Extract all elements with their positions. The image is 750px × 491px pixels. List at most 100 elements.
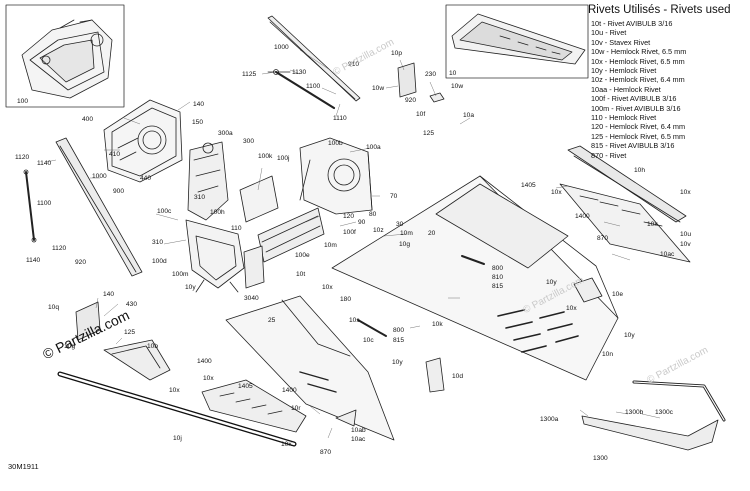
inset-label-right: 10 — [449, 70, 457, 77]
steering-column-parts — [267, 15, 445, 110]
callout-10f: 10f — [416, 111, 425, 118]
part-10d — [425, 357, 445, 393]
callout-1400: 1400 — [575, 213, 590, 220]
running-board-right — [559, 145, 691, 263]
callout-70: 70 — [390, 193, 398, 200]
callout-100f: 100f — [343, 229, 356, 236]
part-10q — [75, 301, 101, 341]
callout-230: 230 — [425, 71, 436, 78]
callout-1400-c: 1400 — [282, 387, 297, 394]
callout-3040: 3040 — [244, 295, 259, 302]
callout-10z: 10z — [373, 227, 384, 234]
callout-1120-b: 1120 — [52, 245, 67, 252]
legend-item: 10v - Stavex Rivet — [591, 37, 651, 47]
callout-310: 310 — [194, 194, 205, 201]
callout-810: 810 — [492, 274, 503, 281]
part-10ab — [335, 409, 357, 427]
legend-item: 100m - Rivet AVIBULB 3/16 — [591, 103, 681, 113]
callout-100m: 100m — [172, 271, 189, 278]
footrest-left — [201, 379, 307, 433]
callout-10w: 10w — [372, 85, 384, 92]
callout-815-b: 815 — [393, 337, 404, 344]
callout-10w-b: 10w — [451, 83, 463, 90]
callout-1140-a: 1140 — [37, 160, 52, 167]
callout-150: 150 — [192, 119, 203, 126]
callout-100k: 100k — [258, 153, 273, 160]
legend-item: 110 - Hemlock Rivet — [591, 113, 657, 123]
callout-100a: 100a — [366, 144, 381, 151]
callout-10u: 10u — [680, 231, 691, 238]
callout-10g: 10g — [399, 241, 410, 248]
callout-10y-d: 10y — [624, 332, 635, 339]
rivets-legend: Rivets Utilisés - Rivets used 10t - Rive… — [588, 4, 747, 160]
callout-80: 80 — [369, 211, 377, 218]
callout-180: 180 — [340, 296, 351, 303]
callout-1110: 1110 — [333, 115, 347, 122]
callout-815: 815 — [492, 283, 503, 290]
callout-10t: 10t — [296, 271, 305, 278]
callout-430: 430 — [126, 301, 137, 308]
callout-25: 25 — [268, 317, 276, 324]
lower-frame-left — [185, 219, 245, 293]
callout-10b: 10b — [147, 343, 158, 350]
callout-120: 120 — [343, 213, 354, 220]
callout-1400-b: 1400 — [197, 358, 212, 365]
left-strut — [23, 137, 143, 277]
callout-1125: 1125 — [242, 71, 257, 78]
callout-400: 400 — [82, 116, 93, 123]
callout-1300b: 1300b — [625, 409, 644, 416]
callout-1300c: 1300c — [655, 409, 674, 416]
callout-1100: 1100 — [306, 83, 321, 90]
callout-10r: 10r — [291, 405, 301, 412]
callout-100j: 100j — [277, 155, 290, 162]
callout-10x-e: 10x — [566, 305, 577, 312]
legend-item: 10aa - Hemlock Rivet — [591, 84, 661, 94]
callout-10ab: 10ab — [351, 427, 366, 434]
callout-10ac-b: 10ac — [351, 436, 366, 443]
callout-10x-g: 10x — [203, 375, 214, 382]
callout-10x-h: 10x — [281, 441, 292, 448]
callout-90: 90 — [358, 219, 366, 226]
callout-10g-b: 10g — [64, 343, 75, 350]
callout-1130: 1130 — [292, 69, 307, 76]
callout-10a: 10a — [463, 112, 474, 119]
callout-10j: 10j — [173, 435, 182, 442]
callout-920: 920 — [405, 97, 416, 104]
inset-box-tunnel — [445, 4, 589, 79]
legend-item: 10w - Hemlock Rivet, 6.5 mm — [591, 47, 687, 57]
legend-item: 120 - Hemlock Rivet, 6.4 mm — [591, 122, 686, 132]
callout-100b: 100b — [328, 140, 343, 147]
callout-10y-c: 10y — [392, 359, 403, 366]
side-panel-left — [225, 295, 395, 441]
front-bulkhead-center — [299, 137, 373, 215]
legend-item: 10z - Hemlock Rivet, 6.4 mm — [591, 75, 685, 85]
callout-870-b: 870 — [320, 449, 331, 456]
callout-800-b: 800 — [393, 327, 404, 334]
callout-110: 110 — [231, 225, 242, 232]
tunnel-inset — [451, 13, 586, 65]
callout-1405: 1405 — [521, 182, 536, 189]
callout-125-b: 125 — [124, 329, 135, 336]
callout-1100-b: 1100 — [37, 200, 52, 207]
callout-1300: 1300 — [593, 455, 608, 462]
callout-310-b: 310 — [152, 239, 163, 246]
callout-910: 910 — [348, 61, 359, 68]
callout-10d: 10d — [452, 373, 463, 380]
callout-1405-b: 1405 — [238, 383, 253, 390]
column-support — [187, 141, 229, 221]
callout-100c: 100c — [157, 208, 172, 215]
callout-100h: 100h — [210, 209, 225, 216]
part-10e — [573, 277, 603, 303]
callout-140: 140 — [193, 101, 204, 108]
column-cage-inset — [21, 19, 113, 99]
callout-10x-c: 10x — [680, 189, 691, 196]
callout-10c: 10c — [363, 337, 374, 344]
bracket-10b — [103, 339, 171, 381]
callout-10y: 10y — [185, 284, 196, 291]
callout-10m-b: 10m — [324, 242, 337, 249]
callout-100d: 100d — [152, 258, 167, 265]
inset-label-left: 100 — [17, 98, 28, 105]
callout-870: 870 — [597, 235, 608, 242]
callout-140-b: 140 — [103, 291, 114, 298]
